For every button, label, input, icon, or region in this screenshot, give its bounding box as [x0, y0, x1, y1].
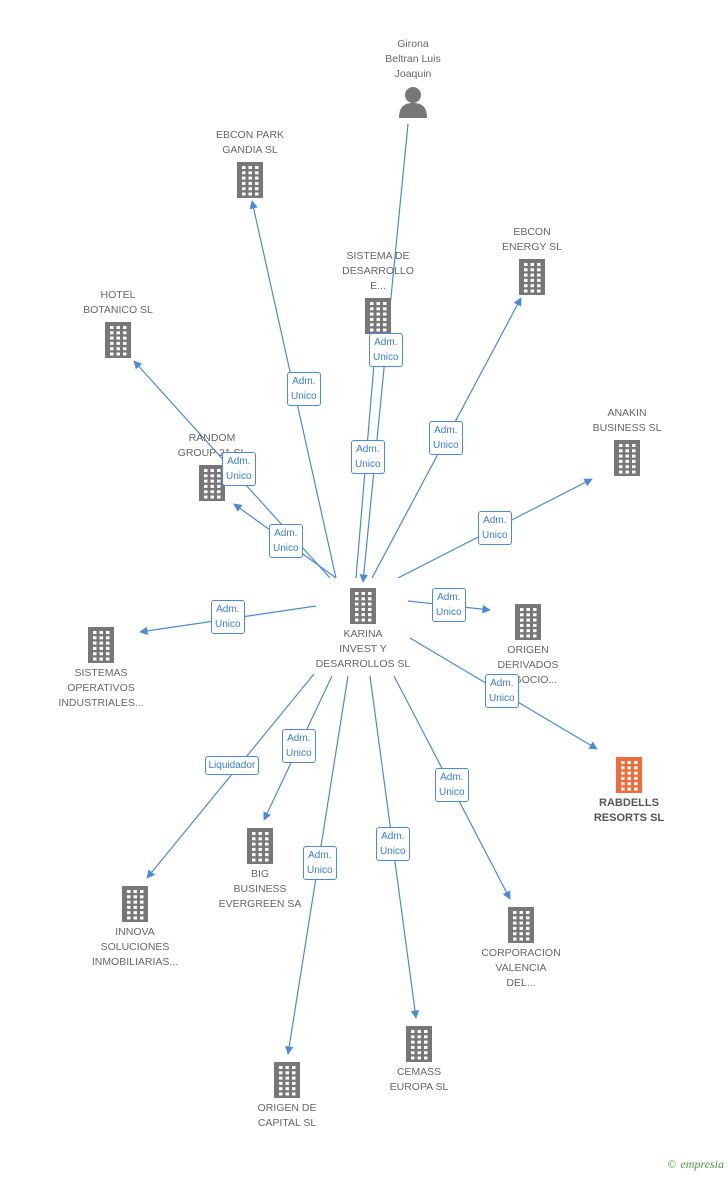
node-karina[interactable]: KARINA INVEST Y DESARROLLOS SL	[298, 588, 428, 672]
node-girona[interactable]: Girona Beltran Luis Joaquin	[348, 37, 478, 118]
edge-label: Adm. Unico	[303, 846, 337, 880]
edge-label: Adm. Unico	[222, 452, 256, 486]
node-label: ORIGEN DERIVADOS NEGOCIO...	[497, 644, 559, 686]
building-icon-svg	[237, 162, 263, 198]
edge-label: Adm. Unico	[269, 524, 303, 558]
edge-label: Adm. Unico	[351, 440, 385, 474]
edge-label: Adm. Unico	[282, 729, 316, 763]
building-icon-svg	[350, 588, 376, 624]
edge-label: Adm. Unico	[432, 588, 466, 622]
building-icon-svg	[614, 440, 640, 476]
building-icon	[354, 1026, 484, 1062]
building-icon	[53, 322, 183, 358]
building-icon-svg	[199, 465, 225, 501]
edge-label: Adm. Unico	[478, 511, 512, 545]
building-icon	[456, 907, 586, 943]
node-label: SISTEMA DE DESARROLLO E...	[342, 250, 414, 292]
node-corporacion[interactable]: CORPORACION VALENCIA DEL...	[456, 907, 586, 991]
node-rabdells[interactable]: RABDELLS RESORTS SL	[564, 757, 694, 826]
node-sistema-des[interactable]: SISTEMA DE DESARROLLO E...	[313, 249, 443, 334]
node-origen-der[interactable]: ORIGEN DERIVADOS NEGOCIO...	[463, 604, 593, 688]
node-label: BIG BUSINESS EVERGREEN SA	[218, 868, 302, 910]
node-ebcon-energy[interactable]: EBCON ENERGY SL	[467, 225, 597, 295]
node-ebcon-gandia[interactable]: EBCON PARK GANDIA SL	[185, 128, 315, 198]
building-icon	[564, 757, 694, 793]
building-icon-svg	[616, 757, 642, 793]
node-sistemas-op[interactable]: SISTEMAS OPERATIVOS INDUSTRIALES...	[36, 627, 166, 711]
building-icon-svg	[519, 259, 545, 295]
node-label: SISTEMAS OPERATIVOS INDUSTRIALES...	[58, 667, 144, 709]
node-random[interactable]: RANDOM GROUP 21 SL	[147, 431, 277, 501]
building-icon-svg	[88, 627, 114, 663]
building-icon	[185, 162, 315, 198]
building-icon	[463, 604, 593, 640]
node-hotel[interactable]: HOTEL BOTANICO SL	[53, 288, 183, 358]
brand-logo: ©empresia	[667, 1157, 724, 1172]
node-label: HOTEL BOTANICO SL	[83, 289, 153, 316]
building-icon	[70, 886, 200, 922]
building-icon	[298, 588, 428, 624]
edge-karina-innova	[146, 673, 315, 879]
node-label: INNOVA SOLUCIONES INMOBILIARIAS...	[91, 926, 179, 968]
building-icon-svg	[406, 1026, 432, 1062]
building-icon-svg	[122, 886, 148, 922]
person-icon-svg	[399, 87, 427, 118]
building-icon-svg	[365, 298, 391, 334]
node-label: EBCON PARK GANDIA SL	[215, 129, 285, 156]
building-icon	[222, 1062, 352, 1098]
building-icon	[562, 440, 692, 476]
node-label: KARINA INVEST Y DESARROLLOS SL	[315, 628, 411, 670]
node-label: CORPORACION VALENCIA DEL...	[481, 947, 561, 989]
node-label: EBCON ENERGY SL	[502, 226, 562, 253]
building-icon	[36, 627, 166, 663]
building-icon-svg	[105, 322, 131, 358]
edge-label: Adm. Unico	[287, 372, 321, 406]
brand-name: empresia	[680, 1157, 724, 1171]
node-label: RABDELLS RESORTS SL	[593, 797, 665, 824]
building-icon	[313, 298, 443, 334]
node-origen-cap[interactable]: ORIGEN DE CAPITAL SL	[222, 1062, 352, 1131]
node-cemass[interactable]: CEMASS EUROPA SL	[354, 1026, 484, 1095]
node-label: ORIGEN DE CAPITAL SL	[257, 1102, 317, 1129]
building-icon	[195, 828, 325, 864]
building-icon-svg	[274, 1062, 300, 1098]
building-icon-svg	[515, 604, 541, 640]
node-label: ANAKIN BUSINESS SL	[592, 407, 662, 434]
building-icon-svg	[508, 907, 534, 943]
node-innova[interactable]: INNOVA SOLUCIONES INMOBILIARIAS...	[70, 886, 200, 970]
edge-label: Liquidador	[204, 755, 260, 775]
node-label: CEMASS EUROPA SL	[389, 1066, 449, 1093]
building-icon	[467, 259, 597, 295]
building-icon	[147, 465, 277, 501]
edge-label: Adm. Unico	[435, 768, 469, 802]
edge-label: Adm. Unico	[369, 333, 403, 367]
node-anakin[interactable]: ANAKIN BUSINESS SL	[562, 406, 692, 476]
node-big[interactable]: BIG BUSINESS EVERGREEN SA	[195, 828, 325, 912]
node-label: RANDOM GROUP 21 SL	[177, 432, 247, 459]
person-icon	[348, 86, 478, 118]
node-label: Girona Beltran Luis Joaquin	[385, 38, 441, 80]
edge-label: Adm. Unico	[376, 827, 410, 861]
copyright-icon: ©	[667, 1157, 677, 1171]
building-icon-svg	[247, 828, 273, 864]
edge-label: Adm. Unico	[429, 421, 463, 455]
edge-label: Adm. Unico	[211, 600, 245, 634]
edge-label: Adm. Unico	[485, 674, 519, 708]
